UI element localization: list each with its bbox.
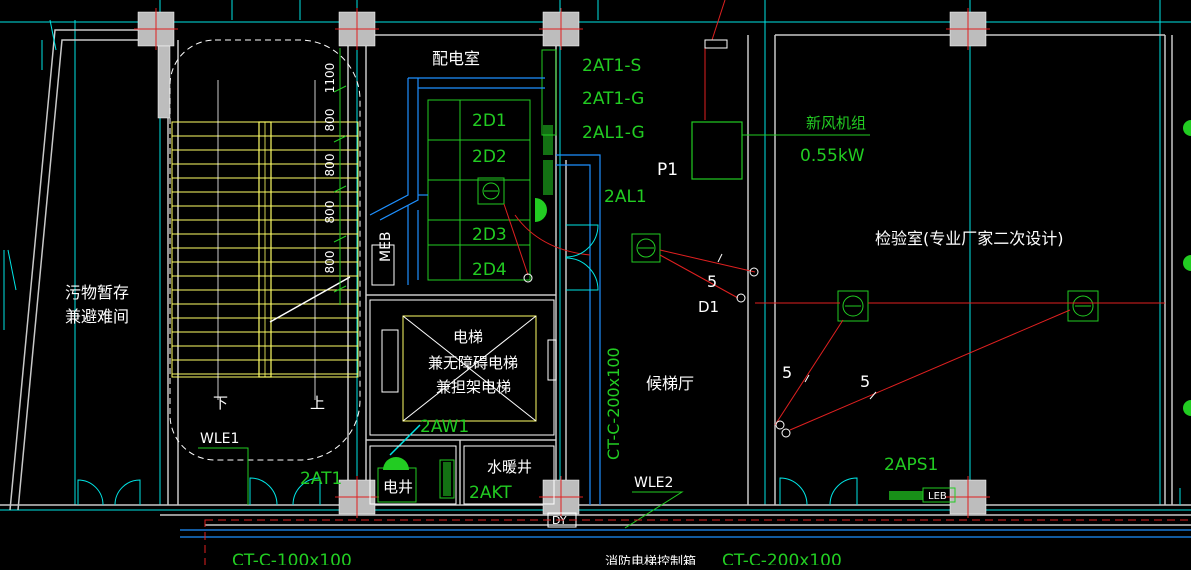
dimension-1: 1100 (323, 63, 337, 94)
wire-count-a: 5 (707, 272, 717, 291)
label-2d2: 2D2 (472, 147, 507, 167)
label-2d1: 2D1 (472, 111, 507, 131)
label-tray-bottom-left: CT-C-100x100 (232, 551, 352, 565)
shaft-fixture-green (383, 457, 409, 470)
walls (0, 29, 1191, 526)
wire-count-c: 5 (860, 372, 870, 391)
room-refuse-line2: 兼避难间 (65, 307, 129, 326)
label-2d3: 2D3 (472, 225, 507, 245)
room-lab: 检验室(专业厂家二次设计) (875, 229, 1064, 248)
shafts (369, 445, 555, 505)
shaft-hatch (443, 462, 451, 496)
room-electric-shaft: 电井 (383, 478, 413, 496)
fresh-air-unit-box (691, 121, 743, 180)
label-fresh-air-unit: 新风机组 (806, 114, 866, 132)
meb-box (371, 244, 395, 286)
label-2al1: 2AL1 (604, 187, 647, 207)
elevator-line1: 电梯 (453, 328, 483, 346)
label-2at1-s: 2AT1-S (582, 56, 641, 76)
busbar-hatch-1 (543, 125, 553, 155)
room-refuse-line1: 污物暂存 (65, 283, 129, 302)
label-wle2: WLE2 (634, 475, 673, 491)
wire-count-b: 5 (782, 363, 792, 382)
doors (3, 19, 1181, 506)
room-plumbing-shaft: 水暖井 (487, 458, 532, 476)
label-2al1-g: 2AL1-G (582, 123, 645, 143)
wle1-leader (198, 447, 249, 505)
circuit-lines (503, 0, 1165, 431)
elevator (369, 299, 557, 436)
circuit-ticks (717, 253, 877, 400)
label-2d4: 2D4 (472, 260, 507, 280)
dimension-5: 800 (323, 251, 337, 274)
elevator-line2: 兼无障碍电梯 (428, 354, 518, 372)
label-2aps1: 2APS1 (884, 455, 938, 475)
wle2-leader (624, 491, 684, 529)
label-leb: LEB (928, 491, 947, 502)
dimension-chain (333, 48, 347, 305)
leb-hatch (889, 491, 923, 500)
right-edge-fixture-1 (1183, 120, 1191, 136)
cable-tray-room (180, 77, 1191, 538)
column-crosses (134, 8, 990, 518)
switchgear-panels (427, 49, 557, 281)
switch-markers (523, 39, 791, 438)
label-meb: MEB (378, 231, 394, 262)
stair-down-label: 下 (213, 394, 228, 412)
room-distribution: 配电室 (432, 49, 480, 68)
light-fixture-green (535, 198, 547, 222)
label-2aw1: 2AW1 (420, 417, 469, 437)
label-2at1-g: 2AT1-G (582, 89, 644, 109)
socket-symbols (477, 177, 1099, 322)
label-circuit-d1: D1 (698, 298, 719, 316)
right-edge-fixture-2 (1183, 255, 1191, 271)
label-2akt: 2AKT (469, 483, 512, 503)
label-wle1: WLE1 (200, 431, 239, 447)
dimension-2: 800 (323, 109, 337, 132)
label-p1: P1 (657, 160, 678, 180)
stair: 下 上 (169, 39, 361, 461)
label-fire-control: 消防电梯控制箱 (605, 554, 696, 565)
dimension-4: 800 (323, 201, 337, 224)
label-fresh-air-power: 0.55kW (800, 146, 865, 166)
right-edge-fixture-3 (1183, 400, 1191, 416)
dimension-3: 800 (323, 154, 337, 177)
label-tray-vertical: CT-C-200x100 (604, 347, 623, 460)
stair-up-label: 上 (310, 394, 325, 412)
leb-box (922, 487, 956, 503)
elevator-line3: 兼担架电梯 (436, 378, 511, 396)
label-2at1: 2AT1 (300, 469, 342, 489)
label-tray-bottom-right: CT-C-200x100 (722, 551, 842, 565)
busbar-hatch-2 (543, 160, 553, 195)
bottom-dashed-boundary (204, 519, 1191, 570)
room-elevator-hall: 候梯厅 (646, 374, 694, 393)
